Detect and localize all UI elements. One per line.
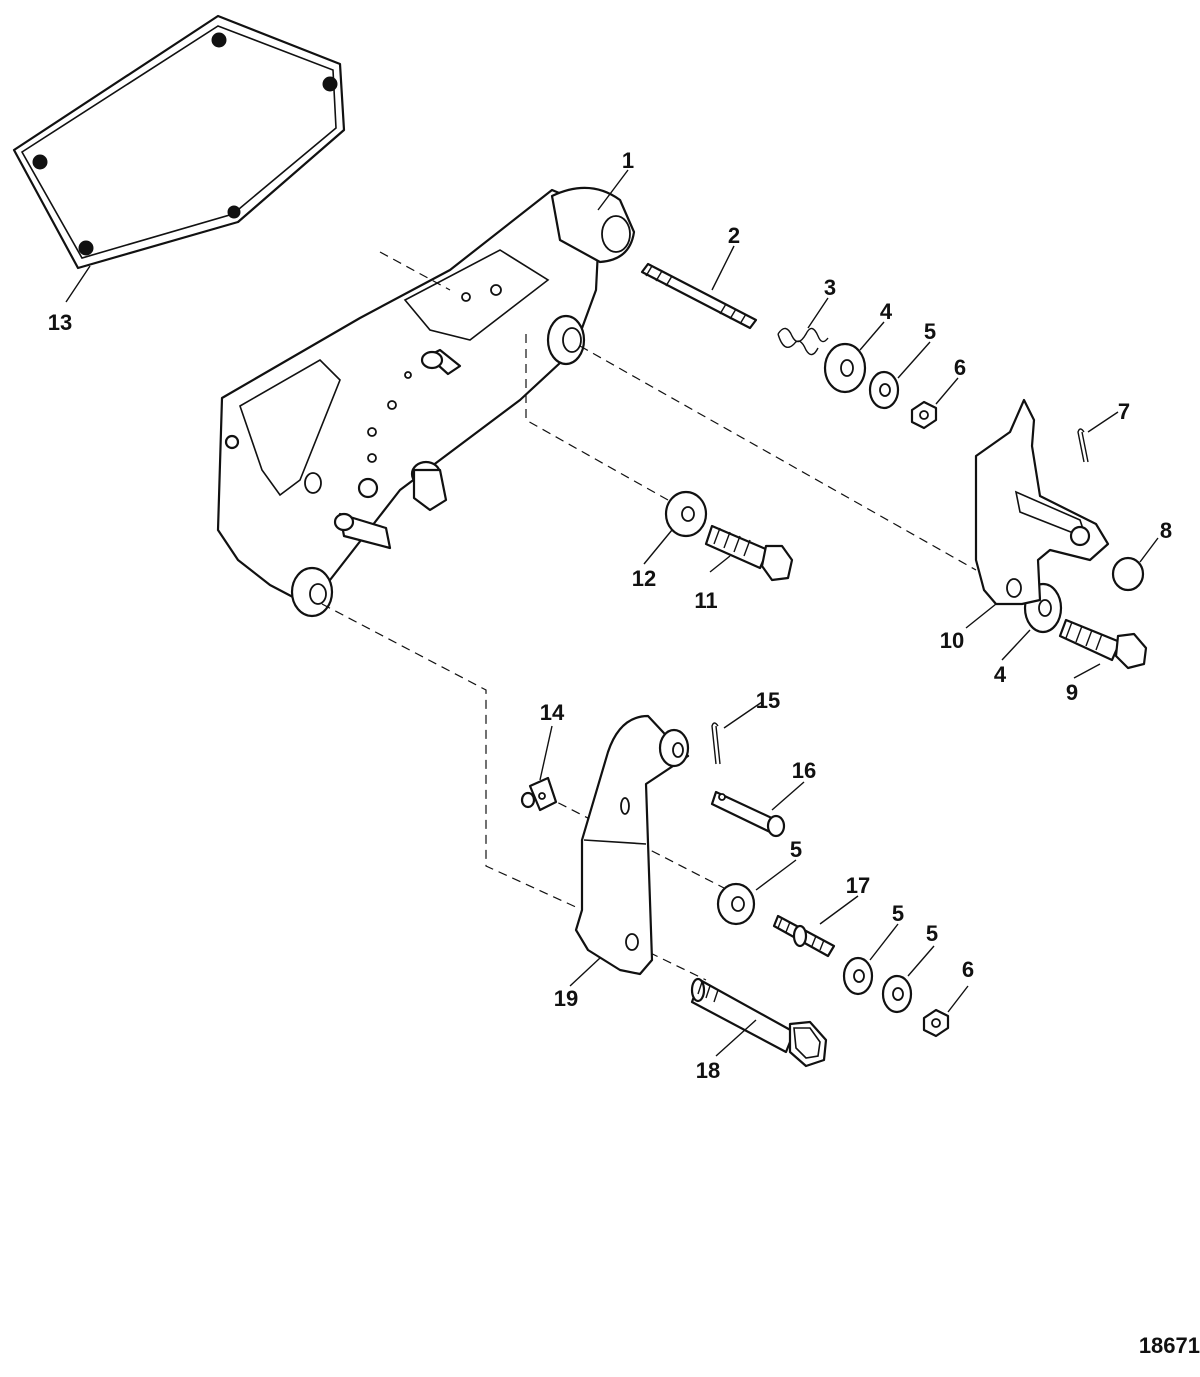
part-5-washer-19c bbox=[881, 974, 913, 1014]
part-19-lower-lever bbox=[574, 714, 690, 976]
callout-9: 9 bbox=[1066, 680, 1078, 705]
part-3-spring bbox=[777, 327, 829, 356]
callout-5-washer-a: 5 bbox=[790, 837, 802, 862]
plate-screw-hole bbox=[227, 205, 241, 219]
callout-1: 1 bbox=[622, 148, 634, 173]
callout-19: 19 bbox=[554, 986, 578, 1011]
part-6-nut bbox=[910, 400, 938, 430]
callout-8: 8 bbox=[1160, 518, 1172, 543]
callout-6: 6 bbox=[954, 355, 966, 380]
part-4-washer bbox=[823, 342, 867, 394]
callout-14: 14 bbox=[540, 700, 565, 725]
callout-4: 4 bbox=[880, 299, 893, 324]
part-12-washer bbox=[664, 490, 708, 538]
callout-5: 5 bbox=[924, 319, 936, 344]
part-10-lever bbox=[974, 398, 1110, 606]
part-6-nut-lower bbox=[922, 1008, 950, 1038]
callout-5-washer-b: 5 bbox=[892, 901, 904, 926]
callout-18: 18 bbox=[696, 1058, 720, 1083]
part-9-bolt bbox=[1058, 618, 1148, 670]
callout-11: 11 bbox=[694, 588, 717, 613]
callout-2: 2 bbox=[728, 223, 740, 248]
callout-leaders bbox=[65, 169, 1159, 1057]
callout-13: 13 bbox=[48, 310, 72, 335]
part-16-clevis-pin bbox=[710, 790, 786, 838]
callout-16: 16 bbox=[792, 758, 816, 783]
part-18-bolt bbox=[690, 977, 828, 1068]
callout-15: 15 bbox=[756, 688, 780, 713]
callout-12: 12 bbox=[632, 566, 656, 591]
part-1-main-bracket bbox=[216, 186, 636, 618]
plate-screw-hole bbox=[78, 240, 94, 256]
callout-6-lower: 6 bbox=[962, 957, 974, 982]
part-8-cap bbox=[1111, 556, 1145, 592]
callout-7: 7 bbox=[1118, 399, 1130, 424]
part-11-bolt bbox=[704, 524, 794, 582]
callout-17: 17 bbox=[846, 873, 870, 898]
callout-4-lower: 4 bbox=[994, 662, 1007, 687]
callout-10: 10 bbox=[940, 628, 964, 653]
part-5-washer bbox=[868, 370, 900, 410]
part-17-stud bbox=[772, 914, 836, 958]
plate-screw-hole bbox=[32, 154, 48, 170]
callout-labels: 1 2 3 4 5 6 7 8 9 10 4 11 12 13 14 15 16… bbox=[48, 148, 1172, 1083]
part-13-cover-plate bbox=[12, 14, 346, 270]
figure-number: 18671 bbox=[1139, 1333, 1200, 1358]
callout-3: 3 bbox=[824, 275, 836, 300]
part-5-washer-19a bbox=[716, 882, 756, 926]
part-7-cotter-pin bbox=[1077, 428, 1089, 463]
part-2-stud bbox=[640, 262, 758, 330]
callout-5-washer-c: 5 bbox=[926, 921, 938, 946]
bracket-pivot-hole bbox=[601, 215, 631, 253]
part-14-clip bbox=[520, 776, 558, 812]
assembly-centerlines bbox=[321, 251, 977, 981]
plate-screw-hole bbox=[322, 76, 338, 92]
plate-screw-hole bbox=[211, 32, 227, 48]
part-5-washer-19b bbox=[842, 956, 874, 996]
part-15-cotter-pin bbox=[711, 722, 721, 765]
